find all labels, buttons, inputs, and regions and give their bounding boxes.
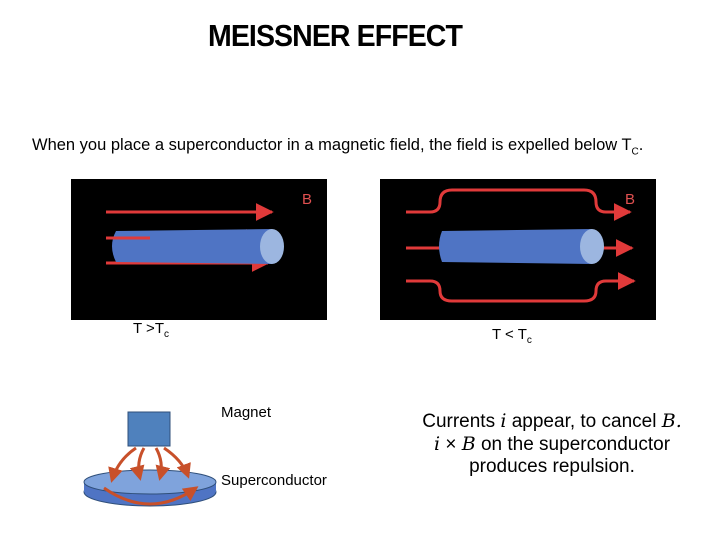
note-line-2-end: on the superconductor	[475, 434, 671, 455]
right-field-label: B	[625, 191, 636, 208]
page-title: MEISSNER EFFECT	[207, 18, 463, 53]
explanation-note: Currents i appear, to cancel B. i × B on…	[392, 410, 712, 478]
superconducting-state-panel	[380, 179, 656, 320]
current-arrow-inner-right	[154, 447, 171, 481]
left-temperature-label: T >Tc	[133, 320, 169, 340]
right-temp-subscript: c	[526, 335, 532, 346]
left-temp-text: T >T	[133, 320, 164, 337]
current-arrow-inner-left	[129, 447, 146, 481]
right-temp-text: T < T	[492, 326, 527, 343]
magnet-label: Magnet	[221, 404, 272, 421]
note-field-symbol: B.	[661, 410, 682, 432]
intro-period: .	[638, 136, 644, 154]
left-rod-end	[260, 229, 284, 264]
normal-state-panel	[71, 179, 327, 320]
note-cross-symbol: ×	[440, 434, 462, 455]
left-superconductor-rod	[112, 229, 272, 264]
left-temp-subscript: c	[163, 329, 169, 340]
right-temperature-label: T < Tc	[492, 326, 532, 346]
note-line-1-start: Currents	[422, 411, 501, 432]
superconductor-disk-top	[83, 469, 217, 495]
note-current-symbol: i	[500, 410, 507, 432]
left-field-label: B	[302, 191, 313, 208]
intro-sentence: When you place a superconductor in a mag…	[32, 136, 632, 154]
note-line-2: i × B on the superconductor	[392, 433, 712, 456]
right-field-line-bottom	[406, 272, 636, 303]
levitation-diagram	[83, 411, 217, 507]
note-line-2-current-symbol: i	[433, 433, 441, 455]
magnet-block	[127, 411, 171, 447]
note-line-2-field-symbol: B	[461, 433, 476, 455]
intro-text: When you place a superconductor in a mag…	[32, 136, 643, 157]
intro-subscript: C	[631, 146, 639, 158]
note-line-1-middle: appear, to cancel	[506, 411, 662, 432]
note-line-3: produces repulsion.	[469, 456, 635, 477]
right-field-line-top	[406, 188, 632, 221]
superconductor-label: Superconductor	[221, 472, 327, 489]
right-superconductor-rod	[439, 229, 592, 264]
current-arrow-outer-right	[163, 446, 191, 479]
current-arrow-outer-left	[108, 446, 137, 483]
note-line-1: Currents i appear, to cancel B.	[392, 410, 712, 433]
right-rod-end	[580, 229, 604, 264]
surface-current-arrow	[103, 486, 199, 506]
